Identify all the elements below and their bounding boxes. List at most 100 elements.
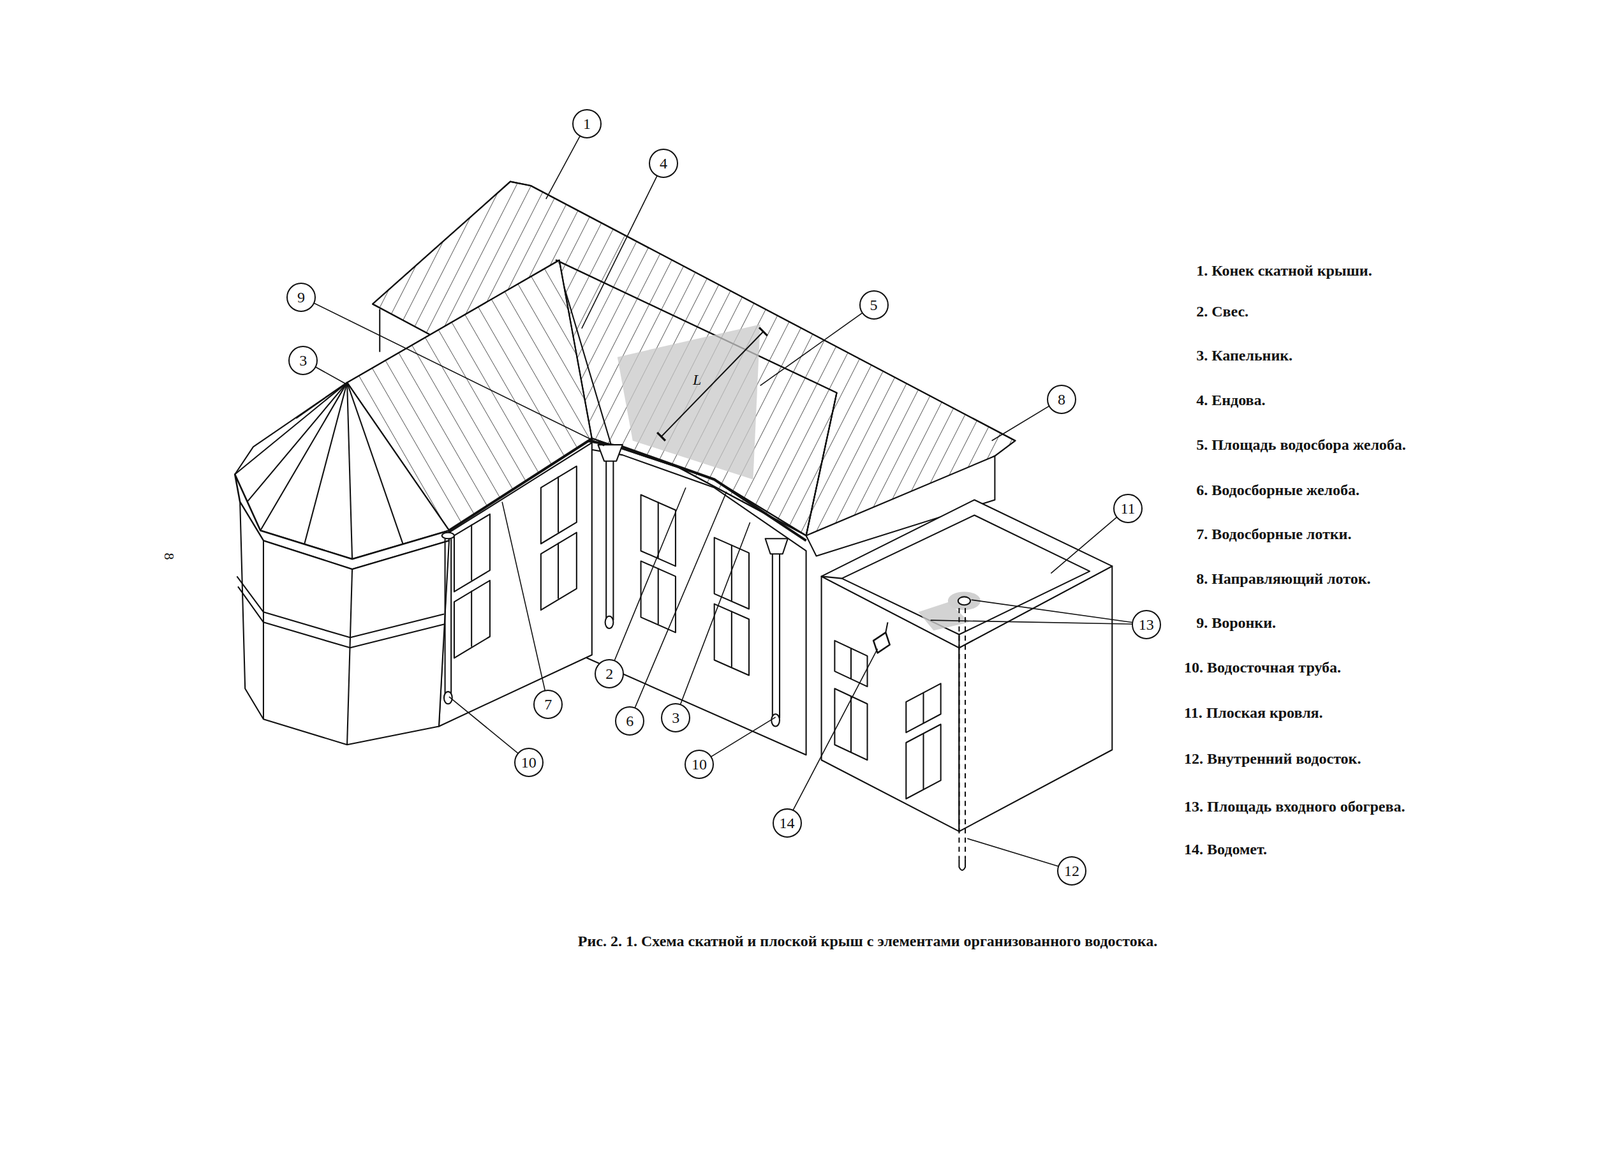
legend-entry: 8. Направляющий лоток. — [1196, 570, 1371, 587]
callout-number-text: 9 — [297, 289, 305, 305]
tower-walls — [236, 576, 445, 638]
legend-entry: 14. Водомет. — [1184, 840, 1267, 858]
page-number: 8 — [160, 553, 177, 561]
left-wing-wall — [557, 542, 559, 600]
downspouts — [771, 550, 774, 718]
leader-lines — [301, 123, 1146, 870]
flat-roof-building — [958, 607, 960, 859]
flat-roof-building — [922, 733, 924, 790]
flat-roof-building — [885, 622, 888, 633]
flat-roof-building — [958, 858, 966, 871]
left-wing-wall — [540, 532, 577, 611]
callout-number-text: 4 — [659, 155, 668, 171]
flat-roof-building — [850, 648, 852, 680]
legend-entry: 6. Водосборные желоба. — [1196, 481, 1360, 499]
flat-roof-building — [958, 596, 971, 605]
flat-roof-building — [873, 632, 890, 653]
tower-walls — [347, 569, 353, 745]
callout-number-text: 3 — [671, 710, 680, 726]
legend-entry: 13. Площадь входного обогрева. — [1184, 798, 1405, 815]
left-wing-wall — [470, 524, 473, 581]
left-wing-wall — [470, 590, 473, 647]
flat-roof-building — [922, 692, 924, 724]
flat-roof-building — [905, 724, 941, 799]
middle-wall — [657, 568, 660, 625]
legend-entry: 7. Водосборные лотки. — [1196, 525, 1352, 543]
middle-wall — [641, 560, 676, 633]
tower-roof — [304, 382, 348, 545]
middle-wall — [714, 604, 749, 676]
legend-entry: 4. Ендова. — [1196, 391, 1266, 409]
leader-lines — [449, 696, 529, 762]
legend-entry: 1. Конек скатной крыши. — [1196, 262, 1372, 279]
dimension-line — [657, 432, 666, 441]
callout-number: 10 — [684, 749, 714, 779]
callout-number: 2 — [594, 659, 624, 689]
dimension-label: L — [692, 371, 702, 388]
tower-roof — [347, 382, 353, 560]
callout-number: 4 — [648, 148, 679, 178]
middle-roof — [806, 392, 838, 536]
legend-entry: 11. Плоская кровля. — [1184, 704, 1324, 721]
callout-number: 14 — [772, 808, 802, 838]
downspouts — [771, 713, 780, 726]
tower-roof — [246, 382, 348, 503]
leader-lines — [502, 502, 549, 705]
flat-roof-building — [850, 696, 852, 753]
callout-number-text: 5 — [870, 297, 878, 313]
middle-wall — [714, 537, 749, 610]
callout-number: 5 — [859, 290, 889, 320]
callout-number: 12 — [1057, 856, 1087, 886]
downspouts — [597, 444, 623, 462]
downspouts — [442, 532, 455, 540]
tower-roof — [234, 382, 348, 475]
rear-roof — [378, 308, 381, 352]
flat-roof-building — [821, 499, 1113, 648]
callout-number-text: 12 — [1064, 863, 1080, 879]
leader-lines — [930, 620, 1146, 624]
middle-wall — [657, 502, 660, 559]
left-wing-wall — [454, 514, 490, 593]
flat-roof-building — [821, 576, 843, 578]
tower-walls — [234, 474, 450, 746]
downspouts — [778, 550, 781, 718]
flat-roof-building — [842, 514, 1091, 635]
leader-lines — [967, 838, 1072, 871]
callout-number: 6 — [614, 706, 645, 736]
downspouts — [605, 459, 607, 621]
flat-roof-building — [821, 499, 1113, 870]
downspouts — [605, 616, 614, 629]
left-wing-wall — [557, 476, 559, 533]
tower-roof — [296, 382, 348, 419]
legend-entry: 5. Площадь водосбора желоба. — [1196, 436, 1407, 453]
callout-number-text: 13 — [1138, 616, 1155, 633]
callout-number: 7 — [533, 689, 563, 719]
legend-entry: 3. Капельник. — [1196, 347, 1293, 364]
callout-number-text: 10 — [691, 756, 707, 772]
leader-lines — [581, 163, 664, 329]
callout-number-text: 11 — [1120, 500, 1135, 517]
tower-roof — [260, 382, 348, 531]
figure-caption: Рис. 2. 1. Схема скатной и плоской крыш … — [577, 932, 1158, 950]
dimension-line — [657, 327, 768, 441]
middle-wall — [731, 611, 733, 668]
legend-entry: 9. Воронки. — [1196, 614, 1276, 631]
leader-lines — [629, 491, 727, 721]
callout-number: 1 — [572, 109, 602, 139]
leader-lines — [971, 599, 1146, 624]
callout-number-text: 8 — [1057, 391, 1066, 408]
callout-number: 3 — [288, 345, 318, 376]
left-wing-wall — [438, 438, 593, 727]
callout-number-text: 6 — [625, 713, 634, 729]
tower-roof — [347, 382, 404, 545]
downspouts — [612, 459, 614, 621]
callout-number: 8 — [1046, 384, 1077, 415]
downspouts — [450, 538, 452, 696]
callout-number-text: 2 — [605, 666, 614, 682]
tower-walls — [239, 502, 450, 746]
leader-lines — [786, 648, 878, 823]
flat-roof-building — [834, 640, 867, 687]
legend-entry: 2. Свес. — [1196, 303, 1249, 320]
tower-walls — [262, 540, 265, 719]
leader-lines — [301, 296, 605, 446]
